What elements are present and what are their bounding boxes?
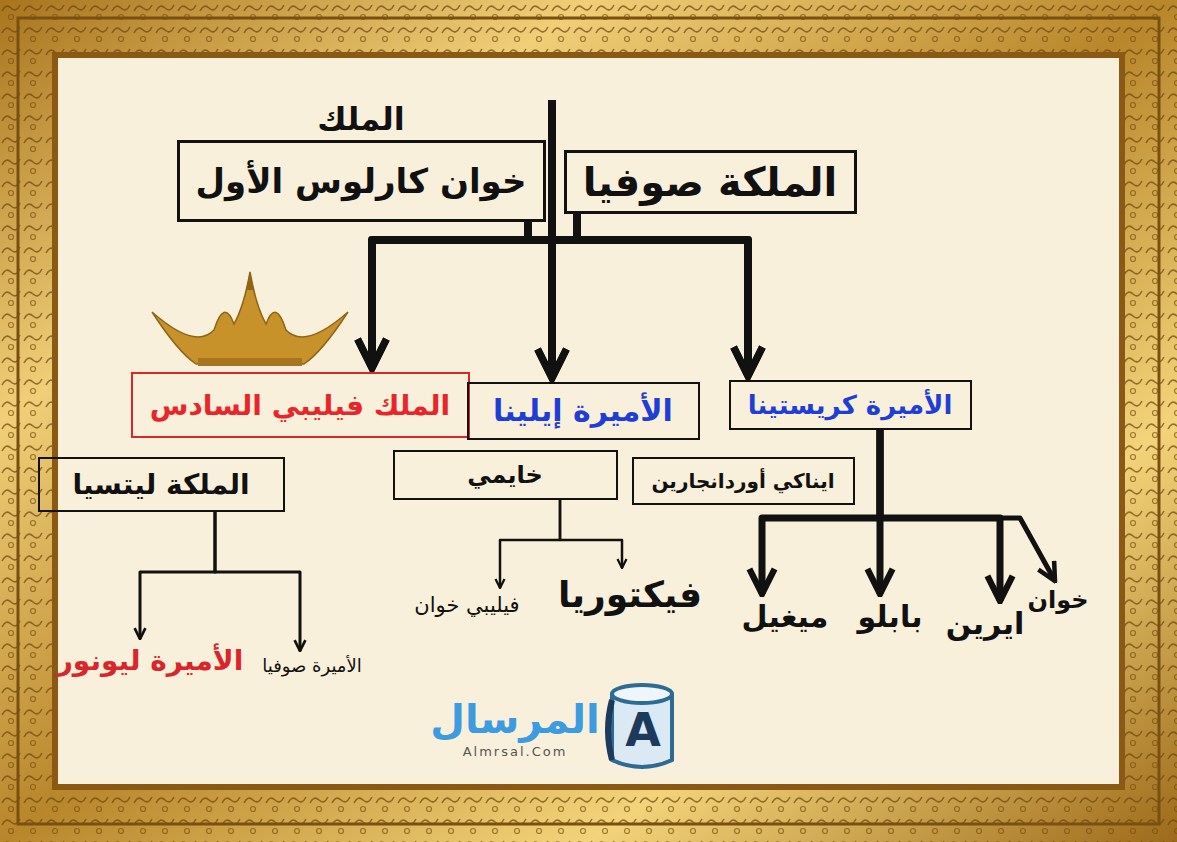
child-name: فيليبي خوان [409, 592, 525, 618]
node-label: فيكتوريا [558, 572, 702, 617]
node-label: الملك فيليبي السادس [150, 388, 450, 423]
king-box: الملكخوان كارلوس الأول [177, 140, 546, 222]
node-label: الأميرة ليونور [57, 643, 244, 678]
family-arrow [140, 512, 215, 639]
logo-letter: A [625, 703, 661, 758]
watermark-url: Almrsal.Com [463, 744, 568, 760]
node-label: الملكة صوفيا [583, 157, 838, 207]
child-name: ميغيل [737, 598, 834, 636]
title-heading: الملك [317, 99, 404, 139]
family-arrow [372, 214, 577, 368]
node-label: خايمي [467, 460, 543, 490]
child-name: ايرين [941, 605, 1030, 643]
frame-line [18, 18, 1159, 824]
spouse-box: ايناكي أوردانجارين [632, 457, 855, 505]
node-label: خوان كارلوس الأول [196, 160, 527, 203]
node-label: ايرين [946, 605, 1024, 643]
node-label: بابلو [858, 598, 923, 636]
node-label: الأميرة إيلينا [493, 392, 673, 430]
princess-box: الأميرة إيلينا [467, 382, 700, 440]
child-name: الأميرة صوفيا [257, 655, 367, 678]
family-arrow [762, 430, 880, 594]
frame-inner-edge [52, 52, 1125, 790]
spouse-box: خايمي [393, 450, 618, 500]
logo-icon [608, 685, 672, 767]
child-name: خوان [1022, 585, 1094, 615]
node-label: ايناكي أوردانجارين [651, 469, 834, 494]
family-arrow [560, 500, 622, 568]
princess-box: الأميرة كريستينا [729, 380, 972, 430]
queen-box: الملكة ليتسيا [38, 457, 285, 512]
watermark-text: المرسال [430, 695, 600, 743]
family-arrow [500, 500, 560, 588]
node-label: الأميرة كريستينا [748, 389, 953, 422]
node-label: خوان [1027, 585, 1088, 615]
node-label: الأميرة صوفيا [262, 655, 362, 678]
node-label: فيليبي خوان [414, 592, 519, 618]
trunk-line [548, 100, 556, 240]
family-arrow [577, 214, 748, 376]
crown-icon [152, 272, 348, 366]
child-name: بابلو [853, 598, 928, 636]
node-label: الملكة ليتسيا [72, 467, 249, 502]
family-arrow [215, 512, 300, 651]
king-box: الملك فيليبي السادس [131, 372, 470, 438]
family-arrow [528, 222, 748, 376]
family-arrow [880, 430, 1055, 581]
node-label: ميغيل [742, 598, 829, 636]
queen-box: الملكة صوفيا [564, 150, 857, 214]
child-name: الأميرة ليونور [52, 643, 249, 678]
child-name: فيكتوريا [553, 572, 708, 617]
